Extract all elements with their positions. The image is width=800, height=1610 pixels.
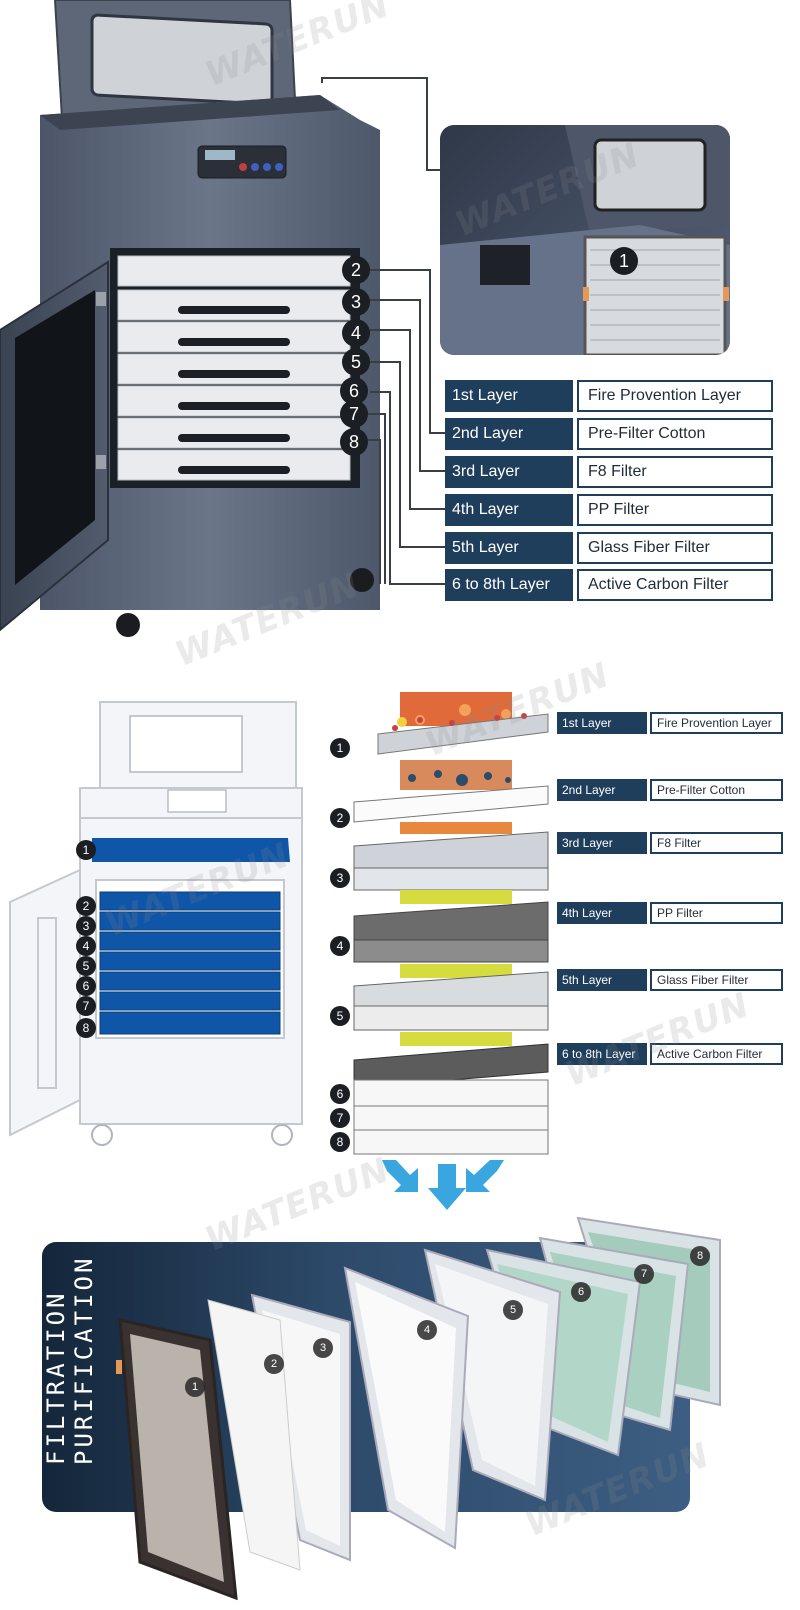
layer-label: 3rd Layer — [557, 832, 647, 854]
cabinet-number-badge: 7 — [76, 996, 96, 1016]
cabinet-number-badge: 4 — [76, 936, 96, 956]
stack-number-badge: 2 — [330, 808, 350, 828]
machine-illustration — [0, 0, 445, 637]
layer-label: 4th Layer — [557, 902, 647, 924]
layer-row: 6 to 8th Layer Active Carbon Filter — [445, 569, 773, 601]
stack-number-badge: 8 — [330, 1132, 350, 1152]
layer-label: 6 to 8th Layer — [557, 1043, 647, 1065]
layer-name: F8 Filter — [577, 456, 773, 488]
layer-name: Pre-Filter Cotton — [577, 418, 773, 450]
layer-name: Glass Fiber Filter — [577, 532, 773, 564]
cabinet-number-badge: 5 — [76, 956, 96, 976]
layer-label: 2nd Layer — [557, 779, 647, 801]
drawer-number-badge: 8 — [340, 428, 368, 456]
layer-name: PP Filter — [650, 902, 783, 924]
filter-number-badge: 3 — [313, 1338, 333, 1358]
section-machine-photo: 1 2 3 4 5 6 7 8 1st Layer Fire Proventio… — [0, 0, 800, 650]
cabinet-number-badge: 1 — [76, 840, 96, 860]
cabinet-number-badge: 6 — [76, 976, 96, 996]
layer-name: PP Filter — [577, 494, 773, 526]
layer-row: 1st Layer Fire Provention Layer — [557, 712, 783, 734]
layer-name: Fire Provention Layer — [650, 712, 783, 734]
drawer-number-badge: 5 — [342, 348, 370, 376]
layer-label: 4th Layer — [445, 494, 573, 526]
inset-photo: 1 — [440, 125, 730, 355]
cabinet-number-badge: 3 — [76, 916, 96, 936]
filter-number-badge: 6 — [571, 1282, 591, 1302]
layer-name: F8 Filter — [650, 832, 783, 854]
filter-number-badge: 1 — [185, 1377, 205, 1397]
layer-name: Glass Fiber Filter — [650, 969, 783, 991]
drawer-number-badge: 7 — [340, 400, 368, 428]
layer-name: Active Carbon Filter — [577, 569, 773, 601]
layer-label: 1st Layer — [445, 380, 573, 412]
drawer-number-badge: 2 — [342, 256, 370, 284]
stack-number-badge: 1 — [330, 738, 350, 758]
inset-number-badge: 1 — [610, 247, 638, 275]
drawer-number-badge: 3 — [342, 288, 370, 316]
layer-name: Pre-Filter Cotton — [650, 779, 783, 801]
layer-label: 5th Layer — [445, 532, 573, 564]
layer-label: 2nd Layer — [445, 418, 573, 450]
inset-illustration — [440, 125, 730, 355]
layer-row: 3rd Layer F8 Filter — [557, 832, 783, 854]
stack-number-badge: 3 — [330, 868, 350, 888]
filter-number-badge: 2 — [264, 1354, 284, 1374]
cabinet-number-badge: 8 — [76, 1018, 96, 1038]
layer-row: 4th Layer PP Filter — [445, 494, 773, 526]
layer-label: 5th Layer — [557, 969, 647, 991]
stack-number-badge: 5 — [330, 1006, 350, 1026]
layer-row: 1st Layer Fire Provention Layer — [445, 380, 773, 412]
layer-row: 3rd Layer F8 Filter — [445, 456, 773, 488]
layer-row: 2nd Layer Pre-Filter Cotton — [445, 418, 773, 450]
stack-number-badge: 7 — [330, 1108, 350, 1128]
layer-name: Fire Provention Layer — [577, 380, 773, 412]
layer-row: 5th Layer Glass Fiber Filter — [445, 532, 773, 564]
filter-number-badge: 8 — [690, 1246, 710, 1266]
filter-number-badge: 7 — [634, 1264, 654, 1284]
drawer-number-badge: 4 — [342, 319, 370, 347]
filter-number-badge: 4 — [417, 1320, 437, 1340]
layer-label: 3rd Layer — [445, 456, 573, 488]
layer-row: 2nd Layer Pre-Filter Cotton — [557, 779, 783, 801]
section-layer-diagram: 1 2 3 4 5 6 7 8 1 2 3 4 5 6 7 8 1st Laye… — [0, 680, 800, 1220]
filter-number-badge: 5 — [503, 1300, 523, 1320]
filter-panels-illustration — [116, 1216, 721, 1601]
layer-name: Active Carbon Filter — [650, 1043, 783, 1065]
layer-row: 5th Layer Glass Fiber Filter — [557, 969, 783, 991]
layer-row: 6 to 8th Layer Active Carbon Filter — [557, 1043, 783, 1065]
stack-number-badge: 4 — [330, 936, 350, 956]
stack-number-badge: 6 — [330, 1084, 350, 1104]
layer-label: 6 to 8th Layer — [445, 569, 573, 601]
cabinet-line-drawing — [9, 692, 549, 1210]
layer-row: 4th Layer PP Filter — [557, 902, 783, 924]
cabinet-number-badge: 2 — [76, 896, 96, 916]
layer-label: 1st Layer — [557, 712, 647, 734]
